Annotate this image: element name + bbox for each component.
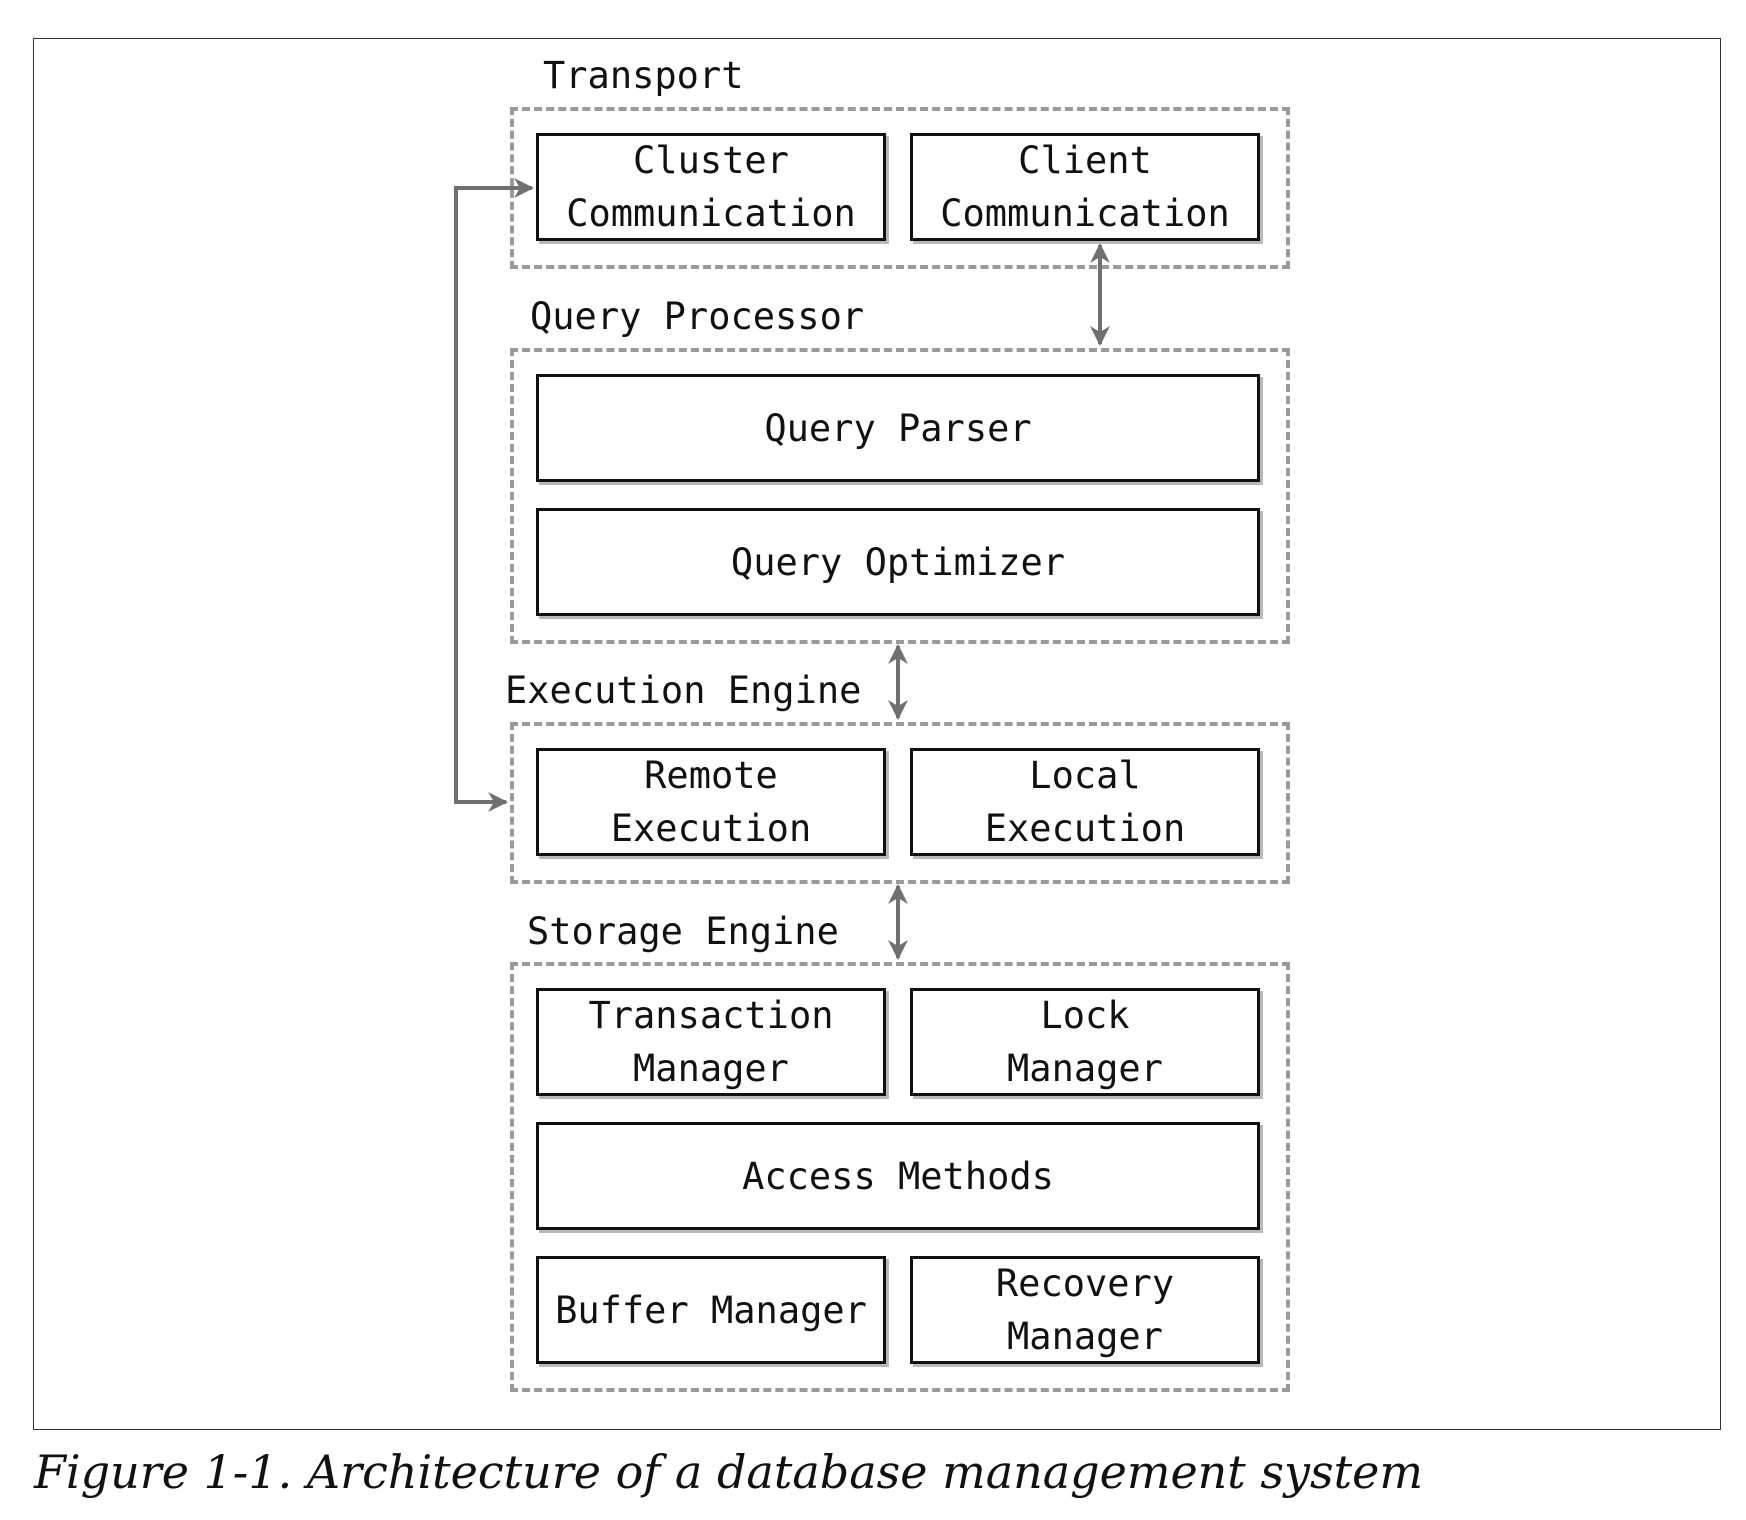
buffer-manager-box: Buffer Manager <box>536 1256 886 1364</box>
figure-frame <box>33 38 1721 1430</box>
query-parser-box: Query Parser <box>536 374 1260 482</box>
transaction-manager-box: Transaction Manager <box>536 988 886 1096</box>
transport-label: Transport <box>543 54 744 97</box>
remote-execution-box: Remote Execution <box>536 748 886 856</box>
access-methods-box: Access Methods <box>536 1122 1260 1230</box>
storage-engine-group <box>510 962 1290 1392</box>
execution-engine-label: Execution Engine <box>505 669 862 712</box>
cluster-communication-box: Cluster Communication <box>536 133 886 241</box>
client-communication-box: Client Communication <box>910 133 1260 241</box>
query-optimizer-box: Query Optimizer <box>536 508 1260 616</box>
local-execution-box: Local Execution <box>910 748 1260 856</box>
lock-manager-box: Lock Manager <box>910 988 1260 1096</box>
figure-caption: Figure 1-1. Architecture of a database m… <box>34 1445 1423 1499</box>
query-processor-label: Query Processor <box>530 295 865 338</box>
storage-engine-label: Storage Engine <box>527 910 839 953</box>
recovery-manager-box: Recovery Manager <box>910 1256 1260 1364</box>
